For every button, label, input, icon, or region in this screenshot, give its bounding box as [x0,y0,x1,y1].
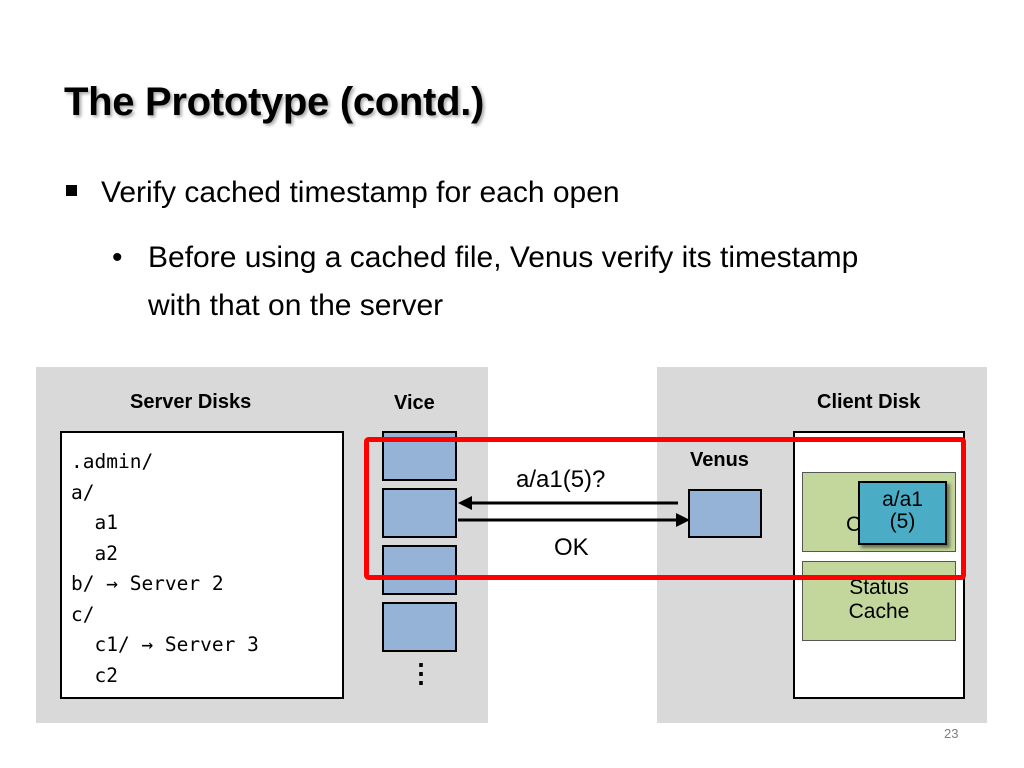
round-bullet-icon: • [112,241,123,274]
tree-line: b/ → Server 2 [71,572,224,595]
square-bullet-icon [66,184,77,196]
status-cache-label: Status Cache [848,576,910,623]
reply-arrow [458,513,690,527]
status-cache-box: Status Cache [802,561,956,641]
reply-label: OK [554,534,589,561]
tree-line: a2 [71,541,118,565]
tree-line: a1 [71,511,118,534]
server-disks-label: Server Disks [130,391,252,413]
bullet-point-1: Verify cached timestamp for each open [66,176,620,210]
client-disk-label: Client Disk [817,391,921,413]
cached-file-a1: a/a1 (5) [858,481,947,545]
bullet-2-text: Before using a cached file, Venus verify… [148,241,859,322]
bullet-1-text: Verify cached timestamp for each open [101,176,620,209]
data-cache-label: C [846,513,862,536]
file-version: (5) [889,510,916,533]
request-label: a/a1(5)? [516,466,606,493]
tree-line: a/ [71,480,95,504]
tree-line: c1/ → Server 3 [71,633,259,656]
vice-block [382,488,457,538]
venus-block [688,489,762,538]
tree-line: .admin/ [71,450,154,473]
tree-line: c2 [71,663,118,687]
venus-label: Venus [690,449,749,471]
slide-title: The Prototype (contd.) [64,80,485,124]
file-name: a/a1 [882,488,923,511]
highlight-rectangle [364,437,966,580]
vice-block [382,602,457,652]
bullet-point-2: • Before using a cached file, Venus veri… [112,234,868,330]
tree-line: c/ [71,602,95,626]
server-filesystem-box: .admin/ a/ a1 a2 b/ → Server 2 c/ c1/ → … [60,431,344,699]
vice-label: Vice [394,392,435,414]
page-number: 23 [944,726,959,741]
vice-block [382,545,457,595]
request-arrow [458,496,678,510]
